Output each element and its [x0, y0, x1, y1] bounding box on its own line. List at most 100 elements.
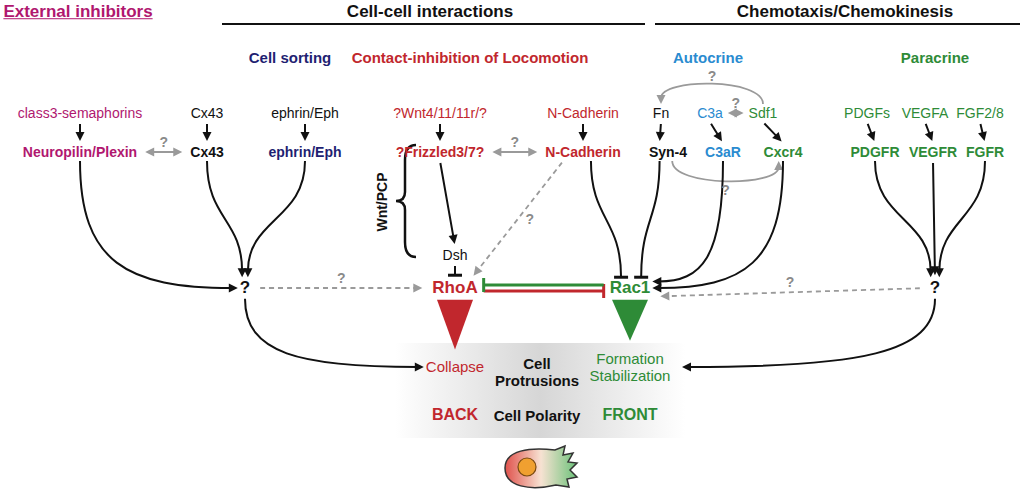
edge-label: ? [159, 134, 168, 150]
edge-label: ? [708, 68, 717, 84]
signal-arrow [579, 124, 588, 141]
arrow-head [436, 132, 445, 141]
signal-arrow [867, 124, 875, 141]
inhibition-bar [448, 274, 462, 277]
arrow-head [652, 284, 661, 293]
arrow-head [145, 148, 154, 157]
arrow-head [76, 132, 85, 141]
pathway-node: ? [928, 277, 942, 299]
connector-line [477, 163, 562, 271]
node-text: ? [930, 278, 940, 298]
signal-arrow [978, 124, 987, 141]
pathway-node: Cx43 [189, 104, 226, 122]
signal-arrow [711, 124, 722, 142]
node-text: Dsh [443, 247, 468, 263]
pathway-node: Formation Stabilization [578, 349, 682, 386]
node-text: C3aR [705, 144, 741, 160]
pathway-node: PDGFR [849, 143, 902, 161]
migrating-cell [505, 446, 577, 488]
connector-line [260, 287, 416, 289]
signal-arrow [612, 300, 648, 341]
pathway-node: VEGFA [900, 104, 951, 122]
signal-arrow [682, 299, 935, 372]
arrow-head [935, 268, 944, 277]
node-text: Cx43 [191, 105, 224, 121]
signal-arrow [875, 161, 935, 277]
node-text: Formation Stabilization [580, 350, 680, 385]
signal-arrow [930, 163, 939, 275]
connector-line [933, 163, 935, 269]
connector-line [151, 151, 177, 153]
output-triangle [612, 300, 648, 341]
node-text: VEGFR [909, 144, 957, 160]
node-text: N-Cadherin [547, 105, 619, 121]
arrow-head [415, 363, 424, 372]
inhibition-bar [482, 278, 485, 292]
section-label: Cell sorting [249, 49, 332, 66]
section-label: Paracrine [901, 49, 969, 66]
pathway-node: Collapse [424, 357, 486, 376]
arrow-head [243, 268, 252, 277]
connector-line [688, 299, 935, 367]
section-label: Cell Polarity [492, 407, 582, 424]
connector-line [661, 84, 763, 104]
signal-arrow [448, 266, 462, 275]
node-text: Cxcr4 [764, 144, 803, 160]
pathway-node: N-Cadherin [543, 143, 622, 161]
signal-arrow [935, 161, 985, 277]
pathway-node: Cxcr4 [762, 143, 805, 161]
section-label: BACK [432, 406, 478, 424]
signal-arrow [440, 163, 457, 244]
node-text: Fn [653, 105, 669, 121]
signal-arrow [634, 161, 659, 277]
signal-arrow [207, 161, 247, 277]
pathway-node: ephrin/Eph [266, 143, 343, 161]
node-text: RhoA [432, 278, 477, 298]
arrow-head [978, 131, 987, 141]
header-rule [222, 23, 645, 25]
node-text: Neuropilin/Plexin [23, 144, 137, 160]
arrow-head [682, 363, 691, 372]
arrow-head [774, 161, 783, 170]
edge-label: ? [525, 211, 534, 227]
signal-arrow [80, 161, 238, 292]
node-text: VEGFA [902, 105, 949, 121]
node-text: FGFR [966, 144, 1004, 160]
pathway-node: Sdf1 [747, 104, 780, 122]
signal-arrow [301, 124, 310, 141]
connector-line [207, 161, 242, 271]
connector-line [939, 161, 985, 271]
section-label: Chemotaxis/Chemokinesis [737, 2, 953, 22]
connector-line [484, 284, 604, 287]
edge-label: ? [786, 274, 795, 290]
edge-label: ? [337, 270, 346, 286]
pathway-node: RhoA [430, 277, 479, 299]
polarity-band [395, 343, 685, 438]
connector-line [875, 161, 931, 271]
arrow-head [528, 148, 537, 157]
pathway-node: VEGFR [907, 143, 959, 161]
node-text: class3-semaphorins [18, 105, 143, 121]
arrow-head [656, 132, 665, 141]
node-text: ephrin/Eph [268, 144, 341, 160]
arrow-head [301, 132, 310, 141]
pathway-node: FGFR [964, 143, 1006, 161]
arrow-head [579, 132, 588, 141]
node-text: PDGFR [851, 144, 900, 160]
arrow-head [660, 292, 669, 301]
node-text: FGF2/8 [956, 105, 1003, 121]
connector-line [484, 290, 604, 293]
node-text: ? [240, 278, 250, 298]
signal-arrow [657, 84, 764, 104]
pathway-node: ephrin/Eph [269, 104, 341, 122]
node-text: N-Cadherin [545, 144, 620, 160]
node-text: Syn-4 [649, 144, 687, 160]
signal-arrow [203, 124, 212, 141]
arrow-head [173, 148, 182, 157]
arrow-head [492, 148, 501, 157]
arrow-head [867, 131, 875, 141]
section-label: Autocrine [673, 49, 743, 66]
arrow-head [473, 266, 482, 276]
signal-arrow [925, 124, 933, 141]
